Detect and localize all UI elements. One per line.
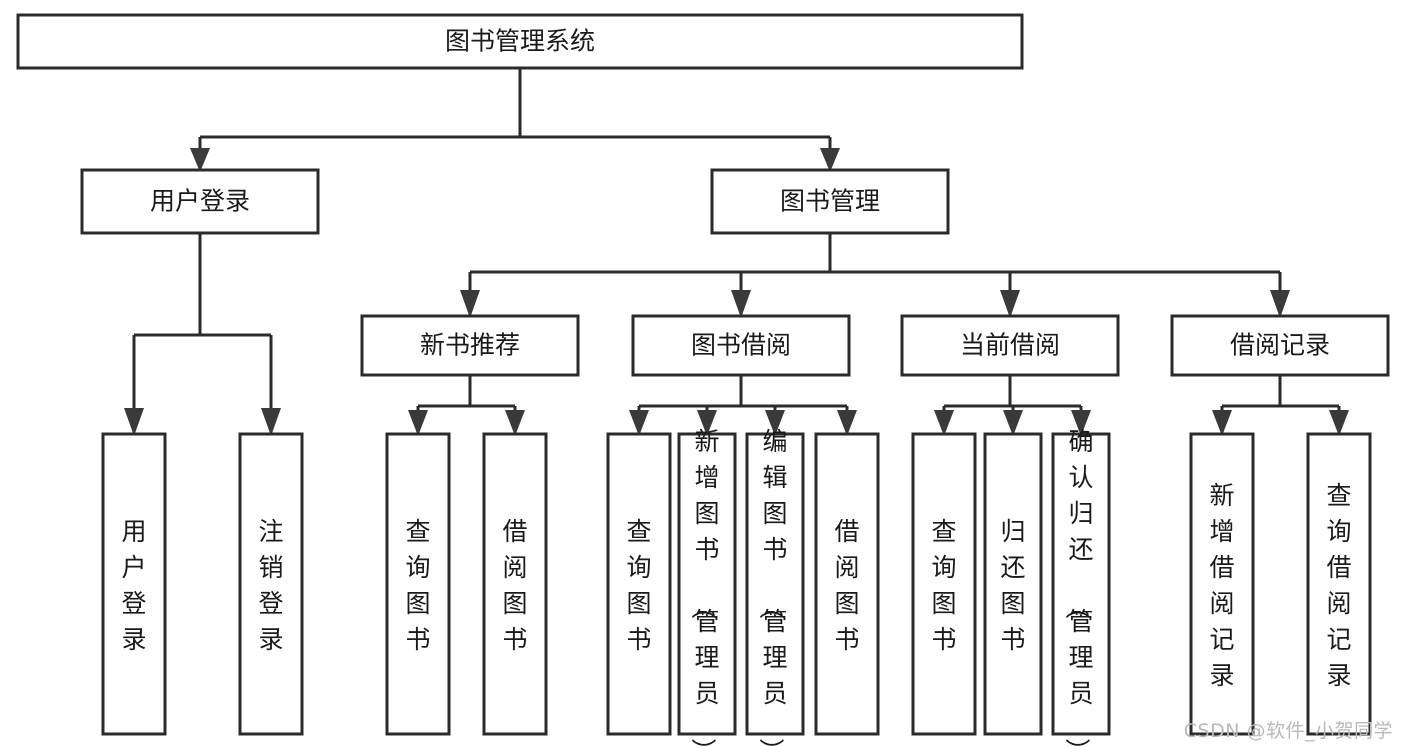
node-box[interactable] [101, 432, 167, 736]
node-box[interactable] [1306, 432, 1372, 736]
watermark-text: CSDN @软件_小贺同学 [1183, 720, 1393, 742]
node-leaf-borrow-book-rec[interactable]: 借阅图书 [482, 432, 548, 736]
node-layer: 图书管理系统用户登录图书管理新书推荐图书借阅当前借阅借阅记录用户登录注销登录查询… [16, 13, 1390, 747]
node-label: 图书管理系统 [445, 27, 595, 56]
node-box[interactable] [983, 432, 1043, 736]
node-leaf-query-book-bor[interactable]: 查询图书 [606, 432, 672, 736]
node-label: 用户登录 [121, 517, 146, 654]
arrow-icon-to-leaf-user-login [124, 408, 144, 436]
node-leaf-user-login[interactable]: 用户登录 [101, 432, 167, 736]
node-label: 查询图书 [405, 517, 430, 654]
node-box[interactable] [1189, 432, 1255, 736]
node-leaf-edit-book[interactable]: 编辑图书（管理员） [745, 427, 805, 747]
arrow-icon-to-leaf-logout [261, 408, 281, 436]
arrow-icon-to-leaf-borrow-book-rec [505, 410, 525, 436]
node-box[interactable] [1170, 314, 1390, 377]
node-label: 当前借阅 [960, 331, 1060, 360]
arrow-icon-to-leaf-add-record [1212, 410, 1232, 436]
node-label: 编辑图书（管理员） [756, 427, 787, 747]
node-label: 新书推荐 [420, 331, 520, 360]
node-box[interactable] [745, 432, 805, 736]
arrow-icon-to-current-borrow [1000, 290, 1020, 318]
arrow-icon-to-leaf-borrow-book-bor [837, 410, 857, 436]
node-label: 借阅记录 [1230, 331, 1330, 360]
arrow-icon-to-leaf-query-book-rec [408, 410, 428, 436]
node-leaf-add-book[interactable]: 新增图书（管理员） [677, 427, 737, 747]
node-leaf-add-record[interactable]: 新增借阅记录 [1189, 432, 1255, 736]
arrow-icon-to-leaf-query-record [1329, 410, 1349, 436]
node-user-login[interactable]: 用户登录 [80, 168, 320, 235]
node-box[interactable] [360, 314, 580, 377]
node-box[interactable] [814, 432, 880, 736]
node-box[interactable] [900, 314, 1120, 377]
node-label: 查询图书 [931, 517, 956, 654]
node-label: 归还图书 [1000, 517, 1025, 654]
node-box[interactable] [385, 432, 451, 736]
arrow-icon-to-leaf-add-book [697, 410, 717, 436]
node-label: 借阅图书 [834, 517, 859, 654]
node-label: 借阅图书 [502, 517, 527, 654]
node-box[interactable] [238, 432, 304, 736]
arrow-icon-to-book-borrow [731, 290, 751, 318]
node-label: 新增图书（管理员） [688, 427, 719, 747]
node-book-borrow[interactable]: 图书借阅 [631, 314, 851, 377]
node-new-book-recommend[interactable]: 新书推荐 [360, 314, 580, 377]
node-box[interactable] [1051, 432, 1111, 736]
node-root[interactable]: 图书管理系统 [16, 13, 1024, 70]
node-leaf-logout[interactable]: 注销登录 [238, 432, 304, 736]
node-label: 用户登录 [150, 187, 250, 216]
node-leaf-query-book-cur[interactable]: 查询图书 [911, 432, 977, 736]
node-box[interactable] [710, 168, 950, 235]
node-box[interactable] [482, 432, 548, 736]
arrow-icon-to-leaf-return-book [1003, 410, 1023, 436]
arrow-icon-to-leaf-confirm-return [1071, 410, 1091, 436]
node-leaf-return-book[interactable]: 归还图书 [983, 432, 1043, 736]
arrow-icon-root-book-manage [820, 148, 840, 172]
node-box[interactable] [631, 314, 851, 377]
arrow-icon-to-leaf-query-book-bor [629, 410, 649, 436]
node-label: 图书管理 [780, 187, 880, 216]
node-leaf-query-record[interactable]: 查询借阅记录 [1306, 432, 1372, 736]
node-leaf-query-book-rec[interactable]: 查询图书 [385, 432, 451, 736]
node-label: 图书借阅 [691, 331, 791, 360]
arrow-icon-root-user-login [190, 148, 210, 172]
node-borrow-record[interactable]: 借阅记录 [1170, 314, 1390, 377]
node-leaf-borrow-book-bor[interactable]: 借阅图书 [814, 432, 880, 736]
node-book-manage[interactable]: 图书管理 [710, 168, 950, 235]
node-box[interactable] [80, 168, 320, 235]
node-box[interactable] [606, 432, 672, 736]
node-label: 查询图书 [626, 517, 651, 654]
arrow-icon-to-leaf-query-book-cur [934, 410, 954, 436]
arrow-icon-to-leaf-edit-book [765, 410, 785, 436]
arrow-icon-to-borrow-record [1270, 290, 1290, 318]
arrowhead-layer [124, 148, 1349, 436]
node-label: 确认归还（管理员） [1062, 427, 1093, 747]
node-leaf-confirm-return[interactable]: 确认归还（管理员） [1051, 427, 1111, 747]
node-label: 注销登录 [258, 517, 283, 654]
node-box[interactable] [16, 13, 1024, 70]
node-label: 新增借阅记录 [1209, 481, 1234, 690]
node-current-borrow[interactable]: 当前借阅 [900, 314, 1120, 377]
node-box[interactable] [677, 432, 737, 736]
node-box[interactable] [911, 432, 977, 736]
arrow-icon-to-new-book-recommend [460, 290, 480, 318]
node-label: 查询借阅记录 [1326, 481, 1351, 690]
